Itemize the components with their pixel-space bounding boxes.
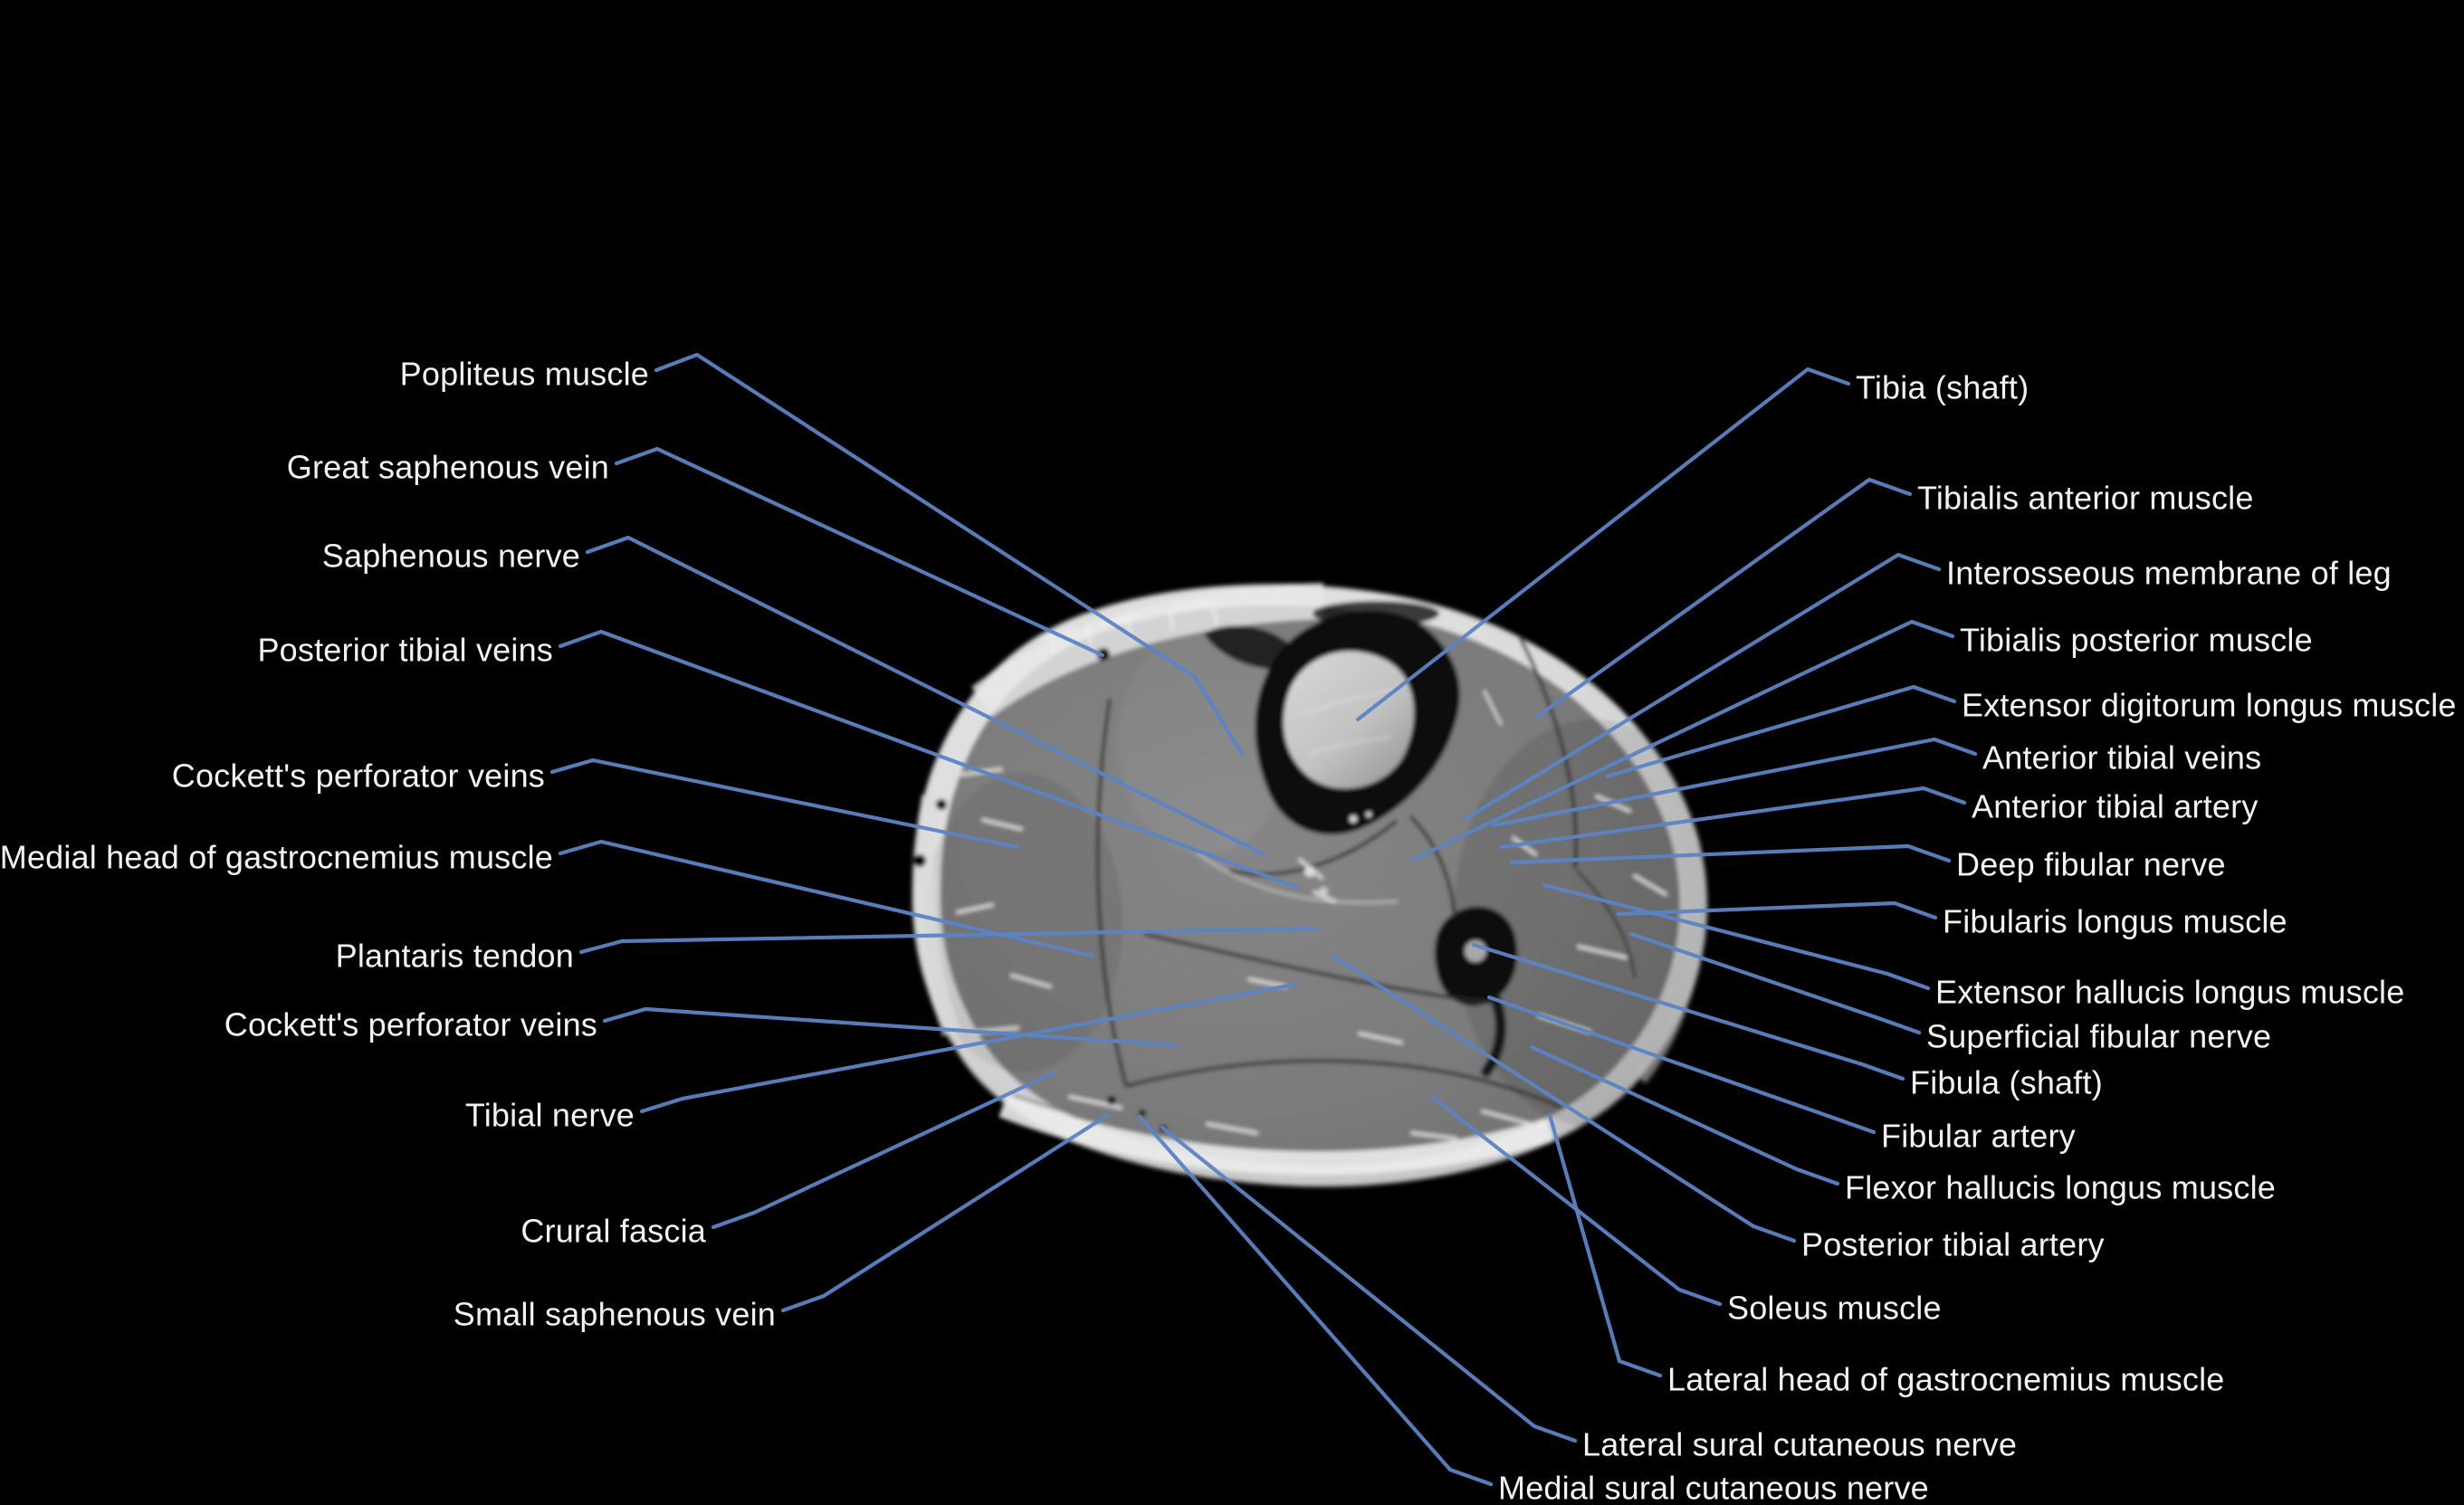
label-medial-sural-cutaneous-nerve: Medial sural cutaneous nerve <box>1498 1469 1929 1505</box>
posterior-tibial-vessel-dot <box>1304 866 1315 877</box>
label-fibularis-longus-muscle: Fibularis longus muscle <box>1943 902 2287 940</box>
deep-septum-highlight <box>1196 851 1399 904</box>
leader-superficial-fibular-nerve <box>1628 931 1922 1035</box>
leader-fibular-artery <box>1486 995 1877 1135</box>
leader-posterior-tibial-artery <box>1330 953 1797 1243</box>
posterior-fat-band <box>998 1094 1553 1176</box>
label-plantaris-tendon: Plantaris tendon <box>335 937 574 975</box>
label-extensor-hallucis-longus-muscle: Extensor hallucis longus muscle <box>1935 973 2405 1011</box>
leader-fibularis-longus-muscle <box>1616 900 1938 920</box>
label-posterior-tibial-veins: Posterior tibial veins <box>257 631 553 669</box>
tibia-apex-flecks <box>1350 812 1371 823</box>
leader-tibial-nerve <box>639 982 1297 1114</box>
label-tibialis-anterior-muscle: Tibialis anterior muscle <box>1917 479 2254 517</box>
anteromedial-highlight <box>1118 629 1290 855</box>
label-lateral-sural-cutaneous-nerve: Lateral sural cutaneous nerve <box>1582 1425 2018 1463</box>
leader-cockett-s-perforator-veins <box>549 757 1020 850</box>
leader-interosseous-membrane-of-leg <box>1461 552 1942 823</box>
leader-lateral-sural-cutaneous-nerve <box>1160 1125 1578 1443</box>
leader-flexor-hallucis-longus-muscle <box>1529 1044 1840 1186</box>
tibia-marrow <box>1283 651 1414 789</box>
label-small-saphenous-vein: Small saphenous vein <box>453 1295 776 1333</box>
label-posterior-tibial-artery: Posterior tibial artery <box>1801 1225 2105 1263</box>
leader-anterior-tibial-artery <box>1498 786 1967 850</box>
label-flexor-hallucis-longus-muscle: Flexor hallucis longus muscle <box>1845 1168 2276 1206</box>
leader-popliteus-muscle <box>654 352 1245 757</box>
leader-great-saphenous-vein <box>614 446 1105 658</box>
label-extensor-digitorum-longus-muscle: Extensor digitorum longus muscle <box>1962 686 2457 724</box>
fat-streaks <box>1040 601 1218 654</box>
label-superficial-fibular-nerve: Superficial fibular nerve <box>1926 1017 2272 1055</box>
leader-cockett-s-perforator-veins-2 <box>602 1006 1179 1048</box>
label-soleus-muscle: Soleus muscle <box>1727 1289 1942 1327</box>
leader-tibia-shaft <box>1355 367 1851 722</box>
mri-image <box>911 583 1733 1188</box>
fibula-septum-shadow <box>1481 994 1506 1077</box>
label-anterior-tibial-artery: Anterior tibial artery <box>1972 787 2259 825</box>
lateral-fat-band <box>1634 849 1702 1083</box>
leader-extensor-hallucis-longus-muscle <box>1542 882 1931 991</box>
leader-medial-head-of-gastrocnemius-muscle <box>558 839 1094 958</box>
label-interosseous-membrane-of-leg: Interosseous membrane of leg <box>1946 554 2392 592</box>
label-fibula-shaft: Fibula (shaft) <box>1910 1063 2103 1101</box>
leader-lateral-head-of-gastrocnemius-muscle <box>1547 1112 1663 1378</box>
leader-fibula-shaft <box>1471 942 1905 1081</box>
label-cockett-s-perforator-veins-2: Cockett's perforator veins <box>224 1005 597 1043</box>
leader-small-saphenous-vein <box>780 1112 1111 1313</box>
label-tibial-nerve: Tibial nerve <box>464 1096 635 1134</box>
fascia-line <box>1013 1093 1540 1150</box>
posterior-tibial-vessel-dot2 <box>1319 887 1328 896</box>
label-anterior-tibial-veins: Anterior tibial veins <box>1982 738 2262 776</box>
label-lateral-head-of-gastrocnemius-muscle: Lateral head of gastrocnemius muscle <box>1667 1360 2225 1398</box>
leader-saphenous-nerve <box>585 535 1266 857</box>
leader-tibialis-posterior-muscle <box>1409 619 1955 862</box>
leader-anterior-tibial-veins <box>1491 737 1978 828</box>
label-tibia-shaft: Tibia (shaft) <box>1856 368 2029 406</box>
leader-lines <box>549 352 1978 1487</box>
leader-extensor-digitorum-longus-muscle <box>1604 684 1957 779</box>
anterior-fat-band <box>971 583 1324 717</box>
leader-posterior-tibial-veins <box>558 629 1299 890</box>
leader-soleus-muscle <box>1429 1094 1723 1307</box>
leader-deep-fibular-nerve <box>1509 843 1952 865</box>
intermuscular-septa <box>1095 634 1637 1110</box>
label-popliteus-muscle: Popliteus muscle <box>399 355 649 393</box>
label-saphenous-nerve: Saphenous nerve <box>321 537 580 575</box>
marrow-streaks <box>1303 689 1395 754</box>
medial-shading <box>923 774 1122 1072</box>
anterior-dark-wedge <box>1204 625 1297 671</box>
label-cockett-s-perforator-veins: Cockett's perforator veins <box>171 757 545 795</box>
leader-tibialis-anterior-muscle <box>1534 477 1913 719</box>
label-crural-fascia: Crural fascia <box>520 1212 706 1250</box>
label-fibular-artery: Fibular artery <box>1881 1117 2076 1155</box>
label-medial-head-of-gastrocnemius-muscle: Medial head of gastrocnemius muscle <box>0 838 553 876</box>
leader-plantaris-tendon <box>578 926 1320 955</box>
leader-crural-fascia <box>711 1070 1057 1230</box>
label-deep-fibular-nerve: Deep fibular nerve <box>1956 845 2226 883</box>
label-great-saphenous-vein: Great saphenous vein <box>286 448 609 486</box>
label-tibialis-posterior-muscle: Tibialis posterior muscle <box>1960 621 2313 659</box>
leader-medial-sural-cutaneous-nerve <box>1137 1114 1494 1487</box>
